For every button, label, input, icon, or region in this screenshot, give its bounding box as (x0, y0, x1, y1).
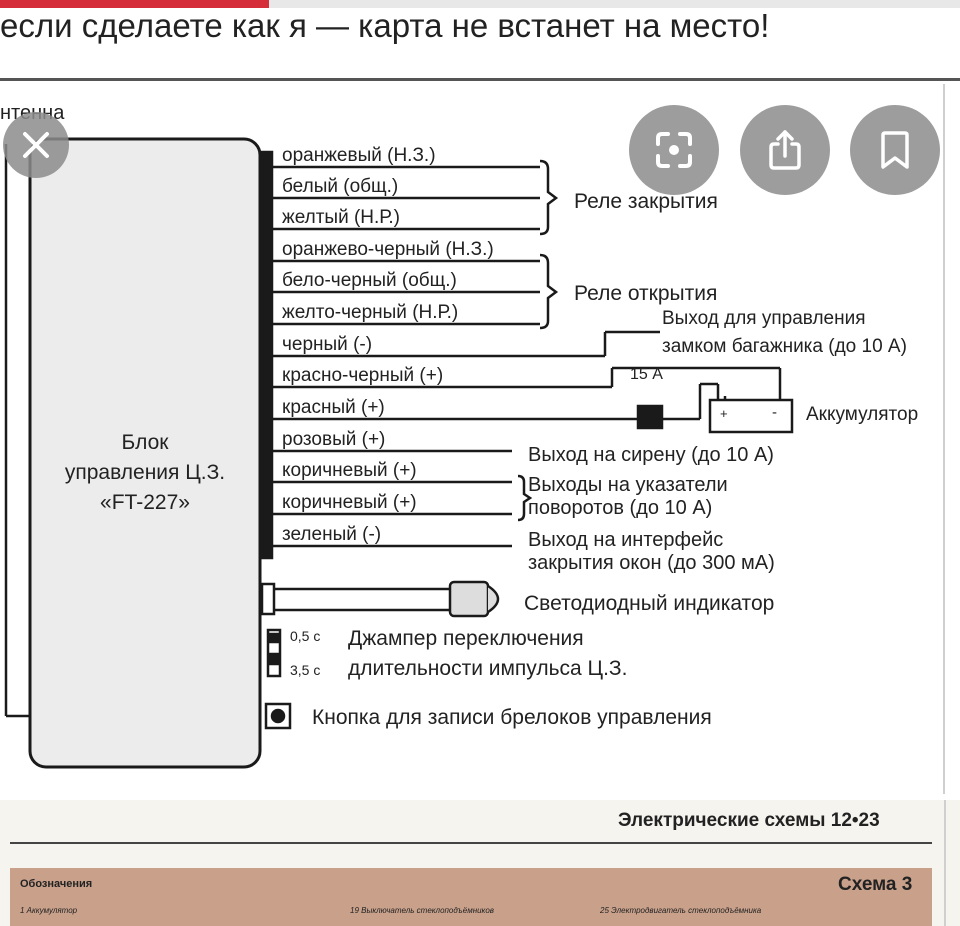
wire-label: бело-черный (общ.) (282, 270, 457, 291)
jumper-label: Джампер переключения (348, 627, 584, 650)
bookmark-icon (881, 131, 909, 169)
control-block-label: Блок управления Ц.З. «FT-227» (40, 428, 250, 518)
wire-label: желтый (Н.Р.) (282, 207, 400, 228)
lens-search-icon (656, 132, 692, 168)
block-label-line: управления Ц.З. (64, 461, 226, 484)
jumper-05-label: 0,5 с (290, 628, 321, 644)
block-label-line: «FT-227» (100, 491, 190, 514)
trunk-output-label: Выход для управления (662, 308, 866, 329)
fuse-label: 15 А (630, 366, 663, 383)
wire-label: зеленый (-) (282, 524, 382, 545)
section-rule (10, 842, 932, 844)
lens-search-button[interactable] (629, 105, 719, 195)
share-button[interactable] (740, 105, 830, 195)
wire-label: коричневый (+) (282, 460, 417, 481)
button-label: Кнопка для записи брелоков управления (312, 706, 712, 729)
divider (0, 78, 960, 81)
battery-minus-label: - (772, 404, 777, 421)
legend-band: Обозначения Схема 3 1 Аккумулятор 19 Вык… (10, 868, 932, 926)
relay-open-label: Реле открытия (574, 282, 718, 305)
turn-signals-label: поворотов (до 10 А) (528, 497, 713, 519)
bookmark-button[interactable] (850, 105, 940, 195)
wire-label: красно-черный (+) (282, 365, 444, 386)
turn-signals-label: Выходы на указатели (528, 474, 728, 496)
wire-label: оранжево-черный (Н.З.) (282, 239, 494, 260)
legend-item: 19 Выключатель стеклоподъёмников (350, 906, 494, 915)
siren-label: Выход на сирену (до 10 А) (528, 444, 774, 466)
windows-label: закрытия окон (до 300 мА) (528, 552, 775, 574)
wire-label: оранжевый (Н.З.) (282, 145, 436, 166)
page-edge (944, 800, 946, 926)
wire-label: коричневый (+) (282, 492, 417, 513)
battery-label: Аккумулятор (806, 404, 919, 425)
legend-title: Обозначения (20, 878, 93, 890)
windows-label: Выход на интерфейс (528, 529, 724, 551)
close-icon (23, 132, 49, 158)
legend-item: 25 Электродвигатель стеклоподъёмника (600, 906, 762, 915)
battery-plus-label: + (720, 406, 728, 421)
section-title: Электрические схемы 12•23 (618, 810, 880, 831)
scheme-label: Схема 3 (838, 874, 913, 895)
close-button[interactable] (3, 112, 69, 178)
wire-label: желто-черный (Н.Р.) (282, 302, 459, 323)
wire-label: белый (общ.) (282, 176, 399, 197)
progress-fill (0, 0, 269, 8)
jumper-label: длительности импульса Ц.З. (348, 657, 628, 680)
schematic-image: нтенна Блок управления Ц.З. «FT-227» ора… (0, 84, 960, 794)
block-label-line: Блок (121, 431, 169, 454)
relay-close-label: Реле закрытия (574, 190, 718, 213)
jumper-35-label: 3,5 с (290, 662, 321, 678)
trunk-output-label: замком багажника (до 10 А) (662, 336, 907, 357)
wire-label: черный (-) (282, 334, 373, 355)
wiring-diagram (4, 84, 945, 794)
progress-bar (0, 0, 960, 8)
led-indicator-label: Светодиодный индикатор (524, 592, 775, 615)
wire-label: розовый (+) (282, 429, 386, 450)
share-icon (769, 130, 801, 170)
legend-item: 1 Аккумулятор (20, 906, 78, 915)
post-caption: если сделаете как я — карта не встанет н… (0, 7, 770, 44)
wire-label: красный (+) (282, 397, 385, 418)
